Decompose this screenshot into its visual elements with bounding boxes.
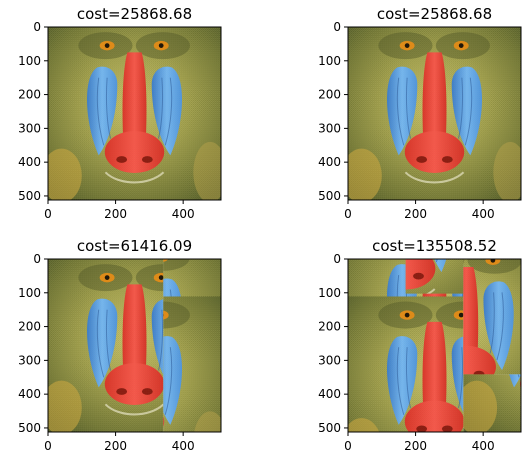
image-area [48,259,221,432]
y-tick-label: 100 [18,286,41,300]
y-tick-label: 500 [318,421,341,435]
y-tick-label: 400 [18,387,41,401]
x-tick-label: 200 [404,207,427,221]
image-area [348,27,521,200]
x-tick-label: 200 [404,439,427,453]
image-area [348,259,521,432]
axes-frame [347,258,522,433]
y-tick-label: 200 [318,320,341,334]
baboon-image [48,27,221,200]
y-tick-label: 300 [318,121,341,135]
y-tick-label: 400 [18,155,41,169]
x-tick-label: 200 [104,439,127,453]
x-tick-label: 0 [344,439,352,453]
y-tick-label: 300 [318,353,341,367]
x-tick-label: 0 [344,207,352,221]
y-tick-label: 100 [18,54,41,68]
x-tick-label: 400 [472,439,495,453]
y-tick-label: 200 [18,320,41,334]
y-tick-label: 200 [318,88,341,102]
x-tick-label: 400 [172,439,195,453]
y-tick-label: 100 [318,286,341,300]
x-tick-label: 0 [44,207,52,221]
y-tick-label: 0 [33,20,41,34]
y-tick-label: 300 [18,353,41,367]
y-tick-label: 200 [18,88,41,102]
axes-frame [47,258,222,433]
x-tick-label: 200 [104,207,127,221]
chart-title: cost=135508.52 [372,237,497,255]
y-tick-label: 0 [333,252,341,266]
baboon-image [348,27,521,200]
y-tick-label: 400 [318,155,341,169]
y-tick-label: 300 [18,121,41,135]
panel-1: cost=25868.68 0 200 400 0 100 200 300 400 500 [18,5,222,221]
y-tick-label: 400 [318,387,341,401]
x-tick-label: 0 [44,439,52,453]
x-tick-label: 400 [472,207,495,221]
y-tick-label: 500 [18,189,41,203]
y-tick-label: 500 [318,189,341,203]
axes-frame [47,26,222,201]
axes-frame [347,26,522,201]
panel-2: cost=25868.68 0 200 400 0 100 200 300 400 500 [318,5,522,221]
y-tick-label: 0 [333,20,341,34]
chart-title: cost=61416.09 [77,237,192,255]
image-area [48,27,221,200]
chart-title: cost=25868.68 [77,5,192,23]
x-tick-label: 400 [172,207,195,221]
panel-4: cost=135508.52 0 200 400 0 100 200 300 400 500 [318,237,522,453]
y-tick-label: 0 [33,252,41,266]
panel-3: cost=61416.09 0 200 400 0 100 200 300 400 500 [18,237,222,453]
y-tick-label: 500 [18,421,41,435]
y-tick-label: 100 [318,54,341,68]
chart-title: cost=25868.68 [377,5,492,23]
